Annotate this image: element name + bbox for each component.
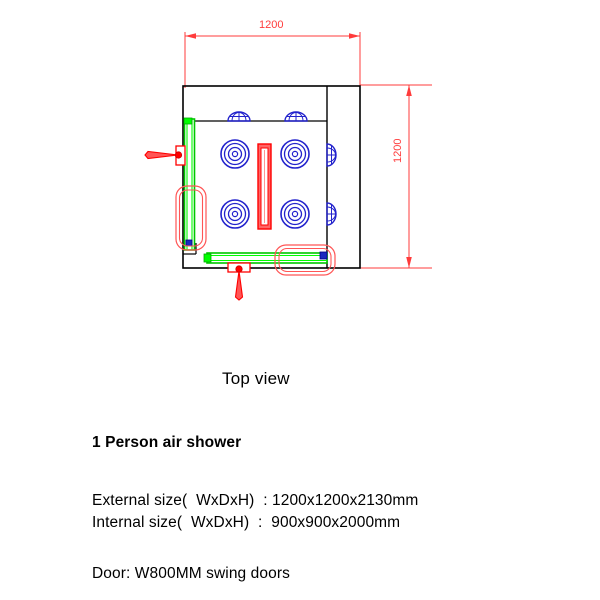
air-nozzle-top-left xyxy=(220,139,250,169)
left-handle-lever-arm xyxy=(144,150,179,160)
left-handle-pivot xyxy=(174,151,183,159)
dimension-group-top xyxy=(184,32,361,88)
bottom-door-hinge-right xyxy=(319,251,328,260)
bottom-handle-pivot xyxy=(235,265,243,273)
wall-nozzle-top-b xyxy=(284,111,308,122)
nozzle-group-top-wall xyxy=(227,111,308,122)
left-door-pull-handle-inner xyxy=(178,189,204,247)
dim-arrow-down xyxy=(406,257,412,268)
left-door-pull-handle-outer xyxy=(175,185,207,251)
bottom-handle-lever-arm xyxy=(234,270,244,301)
ceiling-light-fixture xyxy=(257,143,272,230)
bottom-door-hinge-left xyxy=(203,253,212,263)
wall-nozzle-top-a xyxy=(227,111,251,122)
outer-cabinet-outline xyxy=(182,85,361,269)
view-caption: Top view xyxy=(222,369,290,388)
wall-nozzle-right-b xyxy=(326,202,337,226)
dim-arrow-right xyxy=(349,33,360,39)
dimension-label-depth: 1200 xyxy=(392,138,404,163)
air-nozzle-top-right xyxy=(280,139,310,169)
air-nozzle-bottom-left xyxy=(220,199,250,229)
dim-arrow-up xyxy=(406,85,412,96)
nozzle-group-floor xyxy=(220,139,310,229)
product-title: 1 Person air shower xyxy=(92,434,242,451)
bottom-door-pull-handle-outer xyxy=(274,244,336,276)
dimension-label-width: 1200 xyxy=(259,19,284,31)
left-door-handle-lever xyxy=(144,145,186,166)
nozzle-group-right-wall xyxy=(326,143,337,226)
bottom-door-pull-handle-inner xyxy=(278,247,332,273)
air-nozzle-bottom-right xyxy=(280,199,310,229)
internal-size-spec: Internal size( WxDxH) : 900x900x2000mm xyxy=(92,514,401,531)
bottom-door-assembly xyxy=(203,244,336,301)
wall-nozzle-right-a xyxy=(326,143,337,167)
external-size-spec: External size( WxDxH) : 1200x1200x2130mm xyxy=(92,492,419,509)
door-spec: Door: W800MM swing doors xyxy=(92,565,290,582)
bottom-door-handle-lever xyxy=(227,262,251,301)
left-door-hinge-top xyxy=(183,117,193,125)
dimension-group-right xyxy=(360,84,432,269)
left-door-assembly xyxy=(144,117,207,251)
dim-arrow-left xyxy=(185,33,196,39)
